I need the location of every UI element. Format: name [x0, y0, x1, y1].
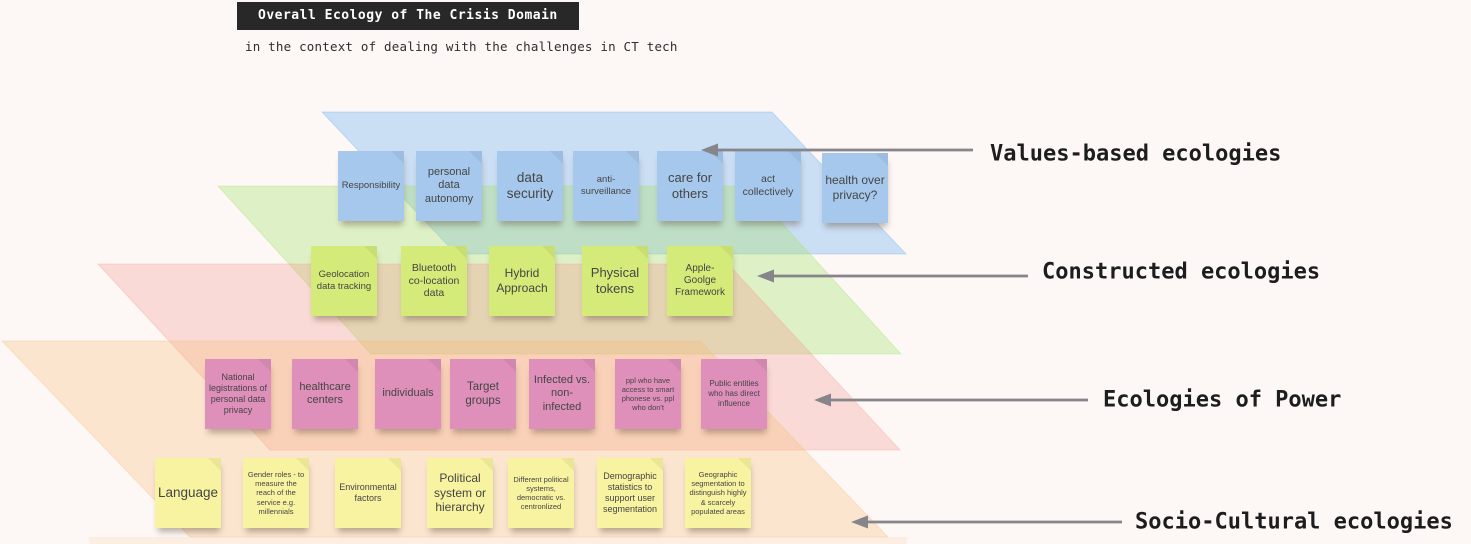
sticky-note-text: health over privacy?: [825, 173, 885, 202]
sticky-note-text: Environmental factors: [339, 482, 397, 503]
sticky-note-text: ppl who have access to smart phonese vs.…: [621, 375, 675, 413]
sticky-note-text: Demographic statistics to support user s…: [602, 471, 658, 514]
sticky-note[interactable]: Gender roles - to measure the reach of t…: [243, 458, 309, 528]
sticky-note[interactable]: Hybrid Approach: [489, 246, 555, 316]
sticky-note-text: Responsibility: [341, 180, 401, 192]
sticky-note[interactable]: act collectively: [735, 151, 801, 221]
sticky-note[interactable]: personal data autonomy: [416, 151, 482, 221]
sticky-note[interactable]: Responsibility: [338, 151, 404, 221]
sticky-note-text: healthcare centers: [299, 380, 351, 406]
sticky-note-text: individuals: [382, 387, 434, 400]
sticky-note[interactable]: healthcare centers: [292, 359, 358, 429]
sticky-note[interactable]: Geographic segmentation to distinguish h…: [685, 458, 751, 528]
sticky-note[interactable]: Political system or hierarchy: [427, 458, 493, 528]
sticky-note-text: Gender roles - to measure the reach of t…: [247, 470, 305, 516]
sticky-note[interactable]: Infected vs. non-infected: [529, 359, 595, 429]
sticky-note-text: personal data autonomy: [424, 165, 474, 205]
diagram-title-box: Overall Ecology of The Crisis Domain: [237, 2, 579, 30]
label-values-based: Values-based ecologies: [990, 141, 1282, 167]
sticky-note[interactable]: ppl who have access to smart phonese vs.…: [615, 359, 681, 429]
sticky-note[interactable]: National legistrations of personal data …: [205, 359, 271, 429]
sticky-note-text: Geographic segmentation to distinguish h…: [689, 470, 747, 516]
diagram-subtitle: in the context of dealing with the chall…: [245, 39, 678, 54]
sticky-note-text: Hybrid Approach: [496, 266, 548, 295]
sticky-note-text: data security: [506, 169, 554, 201]
sticky-note[interactable]: Demographic statistics to support user s…: [597, 458, 663, 528]
sticky-note-text: Different political systems, democratic …: [513, 474, 569, 512]
sticky-note[interactable]: Apple- Goolge Framework: [667, 246, 733, 316]
sticky-note-text: Political system or hierarchy: [433, 471, 486, 515]
sticky-note[interactable]: Different political systems, democratic …: [508, 458, 574, 528]
sticky-note-text: Target groups: [465, 380, 501, 407]
label-constructed: Constructed ecologies: [1042, 259, 1321, 285]
floor-strip: [88, 537, 908, 544]
sticky-note[interactable]: individuals: [375, 359, 441, 429]
sticky-note[interactable]: Target groups: [450, 359, 516, 429]
sticky-note[interactable]: Bluetooth co-location data: [401, 246, 467, 316]
sticky-note[interactable]: anti-surveillance: [573, 151, 639, 221]
sticky-note-text: anti-surveillance: [580, 174, 632, 197]
sticky-note-text: National legistrations of personal data …: [208, 372, 268, 415]
sticky-note-text: act collectively: [742, 173, 794, 198]
sticky-note[interactable]: Geolocation data tracking: [311, 246, 377, 316]
sticky-note-text: Apple- Goolge Framework: [674, 262, 725, 299]
sticky-note[interactable]: Physical tokens: [582, 246, 648, 316]
sticky-note-text: Language: [158, 484, 219, 500]
sticky-note[interactable]: Public entities who has direct influence: [701, 359, 767, 429]
sticky-note-text: Bluetooth co-location data: [408, 261, 460, 300]
sticky-note[interactable]: health over privacy?: [822, 153, 888, 223]
sticky-note[interactable]: Environmental factors: [335, 458, 401, 528]
label-socio-cultural: Socio-Cultural ecologies: [1135, 509, 1453, 535]
diagram-title: Overall Ecology of The Crisis Domain: [258, 8, 558, 23]
sticky-note-text: Physical tokens: [590, 265, 640, 296]
sticky-note[interactable]: Language: [155, 458, 221, 528]
sticky-note-text: Public entities who has direct influence: [708, 379, 760, 408]
sticky-note-text: Geolocation data tracking: [316, 269, 372, 292]
sticky-note[interactable]: care for others: [657, 151, 723, 221]
label-ecologies-of-power: Ecologies of Power: [1103, 387, 1342, 413]
sticky-note-text: care for others: [667, 170, 713, 201]
sticky-note-text: Infected vs. non-infected: [533, 373, 591, 413]
sticky-note[interactable]: data security: [497, 151, 563, 221]
